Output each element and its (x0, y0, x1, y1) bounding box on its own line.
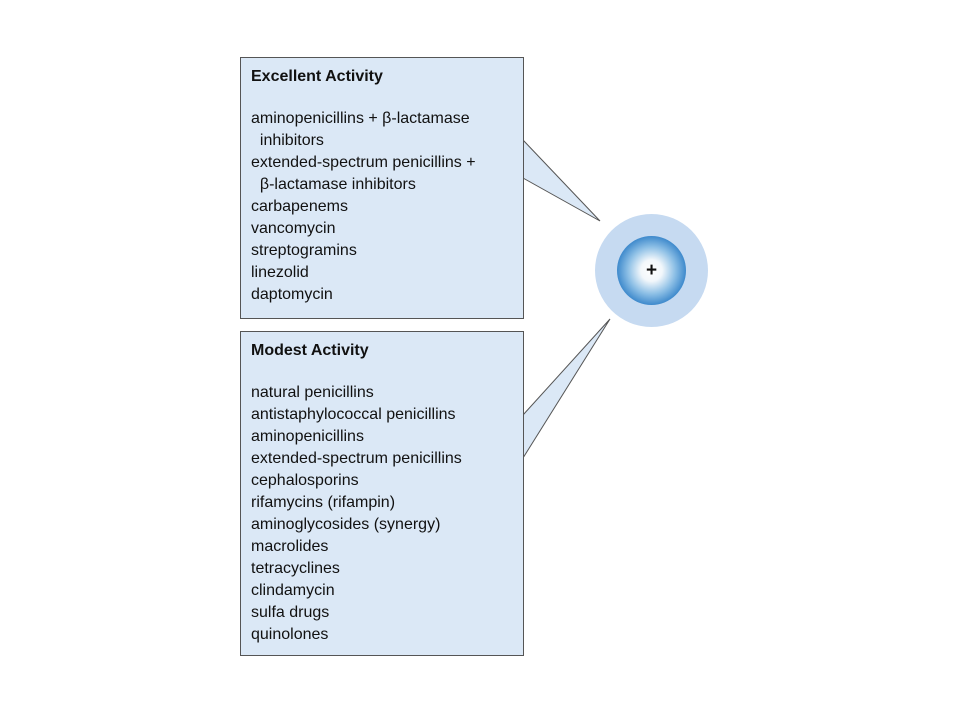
gram-positive-organism: + (595, 214, 708, 327)
modest-activity-list: natural penicillins antistaphylococcal p… (251, 382, 513, 646)
list-item: β-lactamase inhibitors (251, 176, 416, 193)
list-item: cephalosporins (251, 472, 359, 489)
organism-core: + (617, 236, 686, 305)
list-item: tetracyclines (251, 560, 340, 577)
list-item: aminoglycosides (synergy) (251, 516, 441, 533)
list-item: vancomycin (251, 220, 336, 237)
list-item: linezolid (251, 264, 309, 281)
modest-activity-heading: Modest Activity (251, 342, 369, 359)
excellent-activity-panel: Excellent Activity aminopenicillins + β-… (240, 57, 524, 319)
list-item: carbapenems (251, 198, 348, 215)
list-item: clindamycin (251, 582, 335, 599)
excellent-activity-heading: Excellent Activity (251, 68, 383, 85)
list-item: rifamycins (rifampin) (251, 494, 396, 511)
modest-activity-panel: Modest Activity natural penicillins anti… (240, 331, 524, 656)
list-item: aminopenicillins (251, 428, 364, 445)
excellent-activity-list: aminopenicillins + β-lactamase inhibitor… (251, 108, 513, 306)
list-item: quinolones (251, 626, 329, 643)
list-item: antistaphylococcal penicillins (251, 406, 456, 423)
list-item: sulfa drugs (251, 604, 330, 621)
list-item: natural penicillins (251, 384, 374, 401)
list-item: streptogramins (251, 242, 357, 259)
list-item: extended-spectrum penicillins + (251, 154, 476, 171)
list-item: macrolides (251, 538, 329, 555)
callout-pointer-modest (522, 318, 611, 460)
list-item: extended-spectrum penicillins (251, 450, 462, 467)
list-item: aminopenicillins + β-lactamase (251, 110, 470, 127)
list-item: inhibitors (251, 132, 324, 149)
list-item: daptomycin (251, 286, 333, 303)
gram-positive-sign: + (645, 260, 658, 281)
callout-pointer-excellent (522, 138, 601, 222)
